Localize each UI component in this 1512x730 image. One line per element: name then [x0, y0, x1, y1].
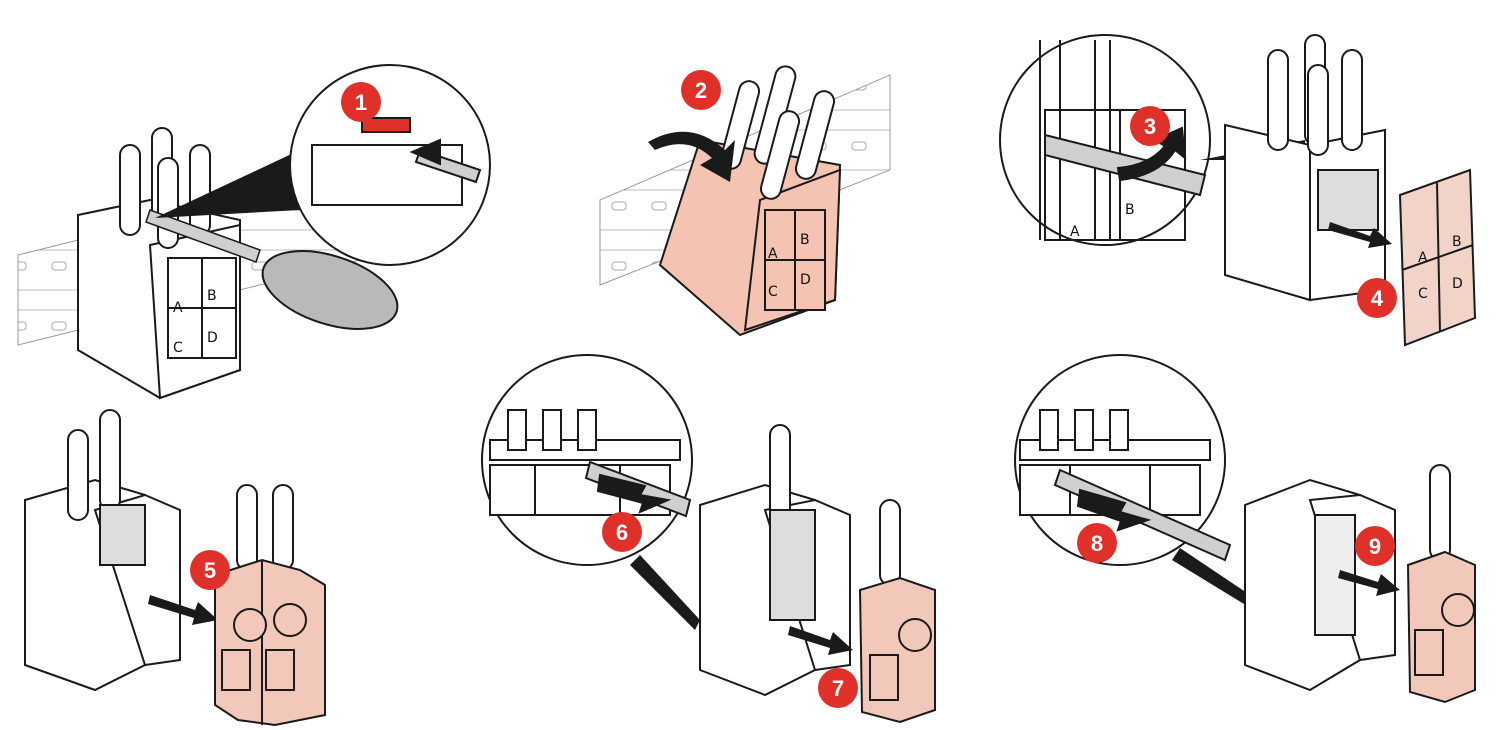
cover-label-d: D — [800, 272, 811, 288]
panel-step-2: A B C D — [599, 65, 891, 337]
svg-text:9: 9 — [1369, 534, 1381, 559]
step-badge-6: 6 — [602, 512, 642, 552]
step-badge-8: 8 — [1077, 523, 1117, 563]
cover-label-d: D — [207, 330, 218, 346]
cover-label-a: A — [1070, 224, 1080, 240]
terminal-module — [77, 127, 241, 400]
zoom-circle — [999, 34, 1211, 246]
cover-label-d: D — [1452, 276, 1463, 292]
svg-text:4: 4 — [1371, 286, 1384, 311]
step-badge-4: 4 — [1357, 278, 1397, 318]
zoom-detail-latch — [311, 117, 482, 206]
step-badge-5: 5 — [190, 550, 230, 590]
zoom-pointer — [1172, 548, 1250, 604]
svg-text:3: 3 — [1144, 114, 1156, 139]
zoom-pointer — [155, 150, 300, 218]
zoom-detail-cover — [1039, 40, 1207, 241]
step-badge-3: 3 — [1130, 106, 1170, 146]
cover-label-a: A — [173, 300, 183, 316]
slide-arrow-icon — [788, 626, 853, 655]
panel-step-8-9 — [1014, 354, 1476, 704]
step-badge-7: 7 — [818, 668, 858, 708]
zoom-detail-latch — [489, 409, 692, 518]
step-badge-2: 2 — [681, 70, 721, 110]
svg-text:6: 6 — [616, 520, 628, 545]
cover-label-a: A — [768, 246, 778, 262]
step-badge-9: 9 — [1355, 526, 1395, 566]
remove-arrow-icon — [1328, 222, 1392, 248]
terminal-module-tilted — [658, 65, 842, 337]
cover-label-b: B — [207, 288, 217, 304]
cover-label-b: B — [1452, 234, 1462, 250]
panel-step-5 — [24, 409, 326, 727]
svg-text:2: 2 — [695, 78, 707, 103]
step-badge-1: 1 — [341, 82, 381, 122]
front-cover — [1398, 168, 1477, 347]
cover-label-c: C — [768, 284, 778, 300]
slide-arrow-icon — [148, 595, 218, 625]
cover-label-a: A — [1418, 250, 1428, 266]
panel-step-3-4: A B A B C D — [999, 34, 1477, 347]
last-terminal-block — [1406, 464, 1476, 704]
zoom-pointer — [630, 555, 700, 630]
tilt-arrow-icon — [648, 131, 735, 182]
module-housing — [699, 424, 851, 697]
svg-text:7: 7 — [832, 676, 844, 701]
svg-text:5: 5 — [204, 558, 216, 583]
terminal-module-open — [1224, 34, 1386, 302]
svg-text:8: 8 — [1091, 531, 1103, 556]
cover-label-c: C — [1418, 286, 1428, 302]
panel-step-1: A B C D — [17, 64, 491, 400]
cover-label-b: B — [1125, 202, 1135, 218]
double-terminal-block — [214, 484, 326, 727]
svg-text:1: 1 — [355, 90, 367, 115]
single-terminal-block — [858, 499, 936, 724]
module-housing — [24, 409, 181, 692]
cover-label-b: B — [800, 232, 810, 248]
panel-step-6-7 — [481, 354, 936, 724]
screwdriver-icon — [145, 209, 399, 330]
zoom-detail-latch — [1019, 409, 1232, 562]
cover-label-c: C — [173, 340, 183, 356]
slide-arrow-icon — [1338, 570, 1400, 596]
